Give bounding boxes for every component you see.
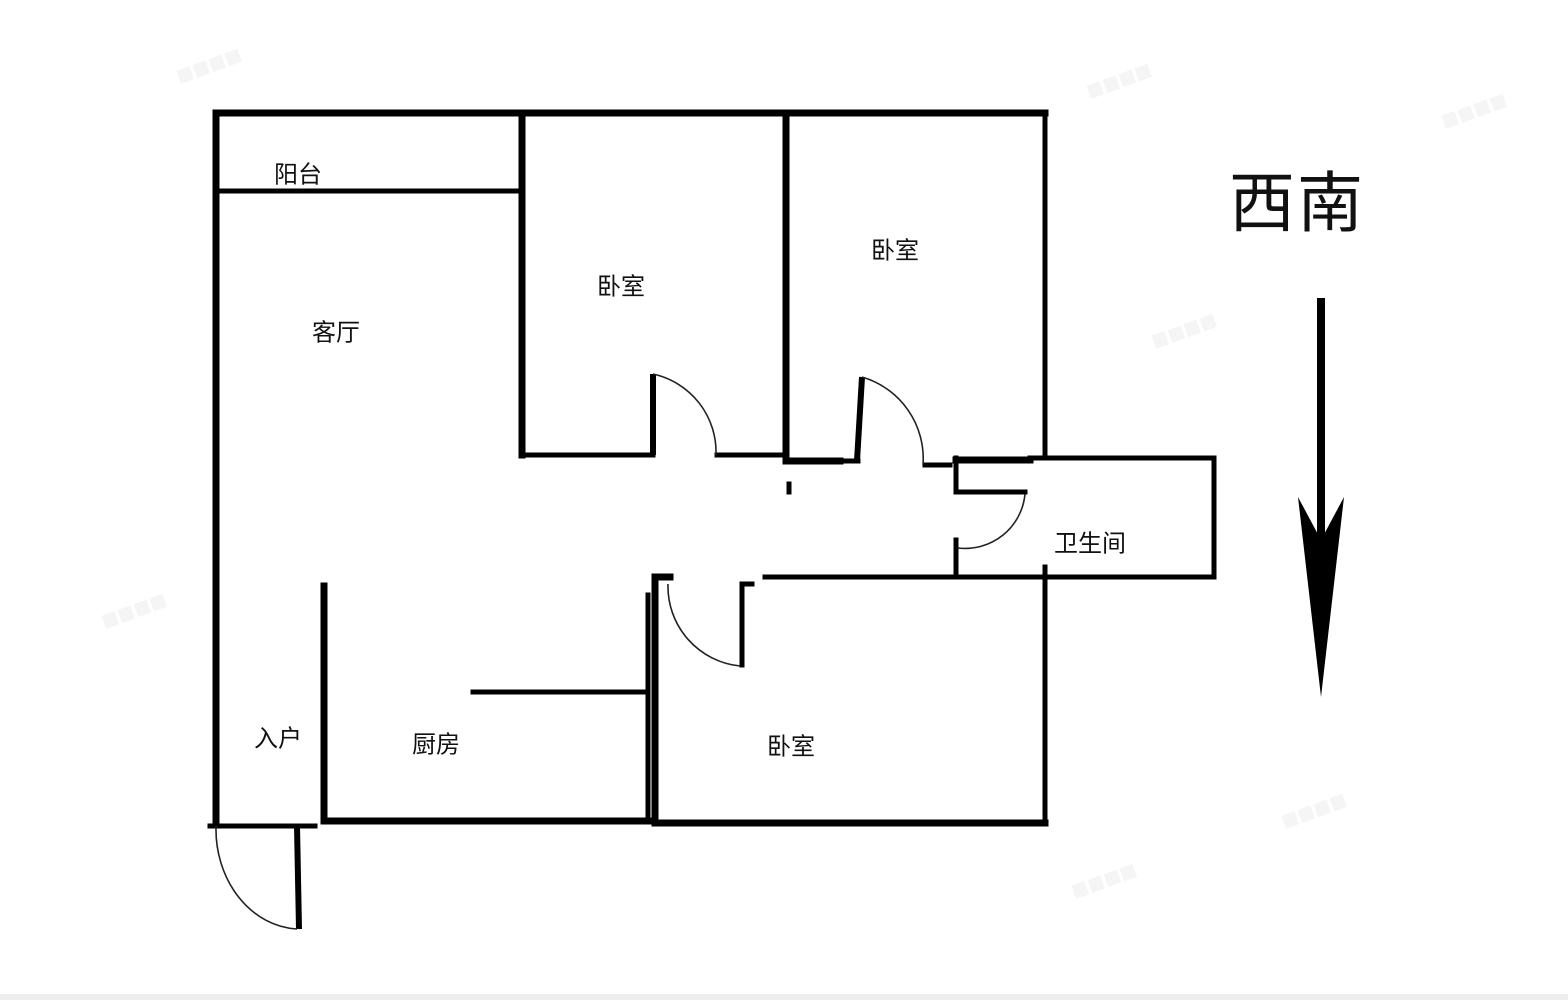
room-label-living-room: 客厅	[312, 318, 360, 347]
doors	[215, 373, 1026, 930]
room-label-kitchen: 厨房	[412, 730, 460, 759]
bottom-edge	[0, 994, 1568, 1000]
room-label-bedroom-3: 卧室	[767, 732, 815, 761]
room-label-bedroom-1: 卧室	[597, 272, 645, 301]
room-label-balcony: 阳台	[274, 160, 322, 189]
orientation-arrow-icon	[1298, 298, 1344, 697]
room-label-entrance: 入户	[254, 724, 302, 753]
orientation-label: 西南	[1229, 165, 1365, 242]
room-label-bathroom: 卫生间	[1054, 529, 1126, 558]
room-label-bedroom-2: 卧室	[871, 236, 919, 265]
walls	[207, 109, 1217, 829]
